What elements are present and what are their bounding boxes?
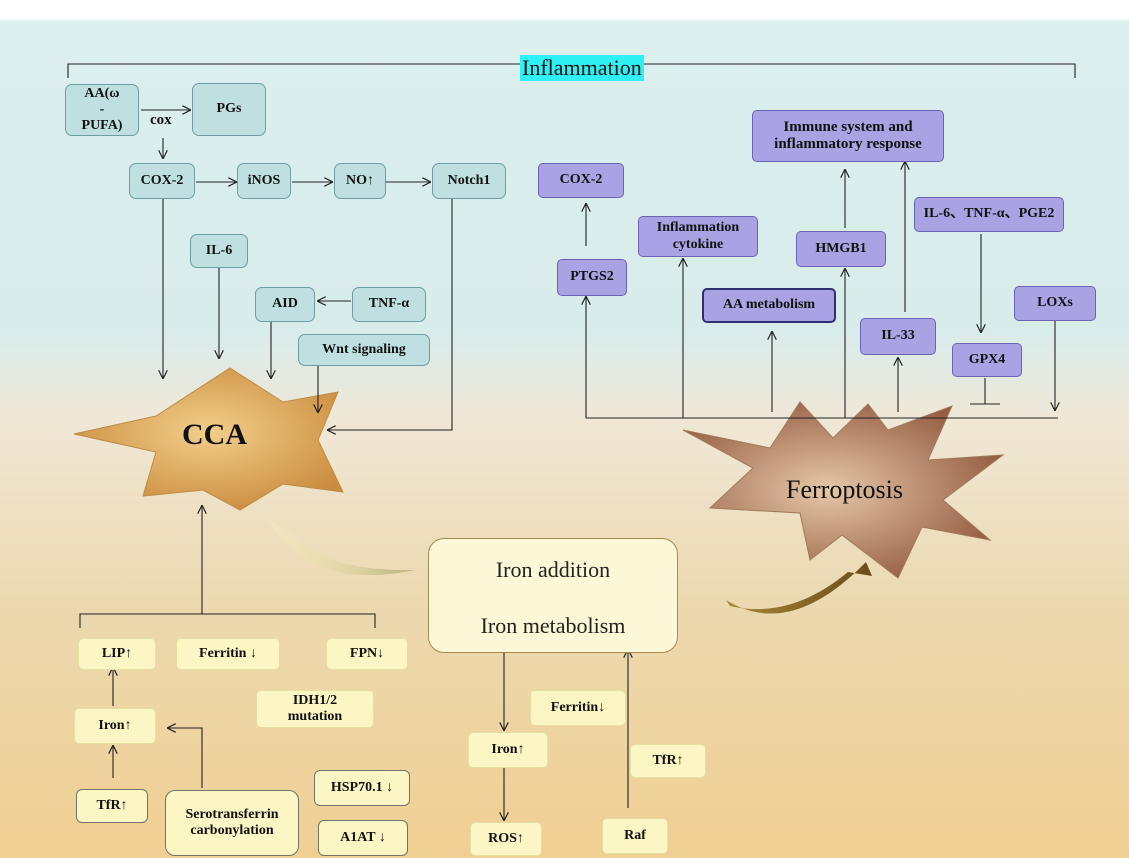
swoosh-iron-to-ferroptosis xyxy=(726,562,872,614)
node-il33: IL-33 xyxy=(860,318,936,355)
node-pgs: PGs xyxy=(192,83,266,136)
node-hmgb1: HMGB1 xyxy=(796,231,886,267)
label-iron-metabolism: Iron metabolism xyxy=(480,613,626,638)
header-inflammation: Inflammation xyxy=(520,55,644,81)
node-ptgs2: PTGS2 xyxy=(557,259,627,296)
label-iron-addition: Iron addition xyxy=(495,557,611,582)
node-loxs: LOXs xyxy=(1014,286,1096,321)
node-notch1: Notch1 xyxy=(432,163,506,199)
node-raf: Raf xyxy=(602,818,668,854)
node-ros: ROS↑ xyxy=(470,822,542,856)
node-lip: LIP↑ xyxy=(78,638,156,670)
node-iron-box: Iron addition Iron metabolism xyxy=(428,538,678,653)
node-aid: AID xyxy=(255,287,315,322)
node-il6-left: IL-6 xyxy=(190,234,248,268)
node-cox2-right: COX-2 xyxy=(538,163,624,198)
cca-star xyxy=(73,367,344,511)
label-ferroptosis: Ferroptosis xyxy=(786,475,903,504)
node-tfr-mid: TfR↑ xyxy=(630,744,706,778)
node-inflammation-cytokine: Inflammation cytokine xyxy=(638,216,758,257)
node-il6-tnfa-pge2: IL-6、TNF-α、PGE2 xyxy=(914,197,1064,232)
node-wnt-signaling: Wnt signaling xyxy=(298,334,430,366)
label-cca: CCA xyxy=(182,418,247,451)
node-ferritin-left: Ferritin ↓ xyxy=(176,638,280,670)
node-fpn: FPN↓ xyxy=(326,638,408,670)
node-aa-metabolism: AA metabolism xyxy=(702,288,836,323)
node-tnfa: TNF-α xyxy=(352,287,426,322)
node-immune-response: Immune system and inflammatory response xyxy=(752,110,944,162)
node-inos: iNOS xyxy=(237,163,291,199)
node-idh-mutation: IDH1/2 mutation xyxy=(256,690,374,728)
label-cox: cox xyxy=(150,112,172,128)
ferroptosis-star xyxy=(682,401,1005,579)
node-iron-left: Iron↑ xyxy=(74,708,156,744)
node-no: NO↑ xyxy=(334,163,386,199)
node-tfr-left: TfR↑ xyxy=(76,789,148,823)
node-gpx4: GPX4 xyxy=(952,343,1022,377)
swoosh-cca-to-iron xyxy=(268,520,415,576)
node-a1at: A1AT ↓ xyxy=(318,820,408,856)
node-serotransferrin: Serotransferrin carbonylation xyxy=(165,790,299,856)
node-hsp70: HSP70.1 ↓ xyxy=(314,770,410,806)
node-cox2-left: COX-2 xyxy=(129,163,195,199)
node-iron-mid: Iron↑ xyxy=(468,732,548,768)
node-aa-pufa: AA(ω - PUFA) xyxy=(65,84,139,136)
node-ferritin-mid: Ferritin↓ xyxy=(530,690,626,726)
